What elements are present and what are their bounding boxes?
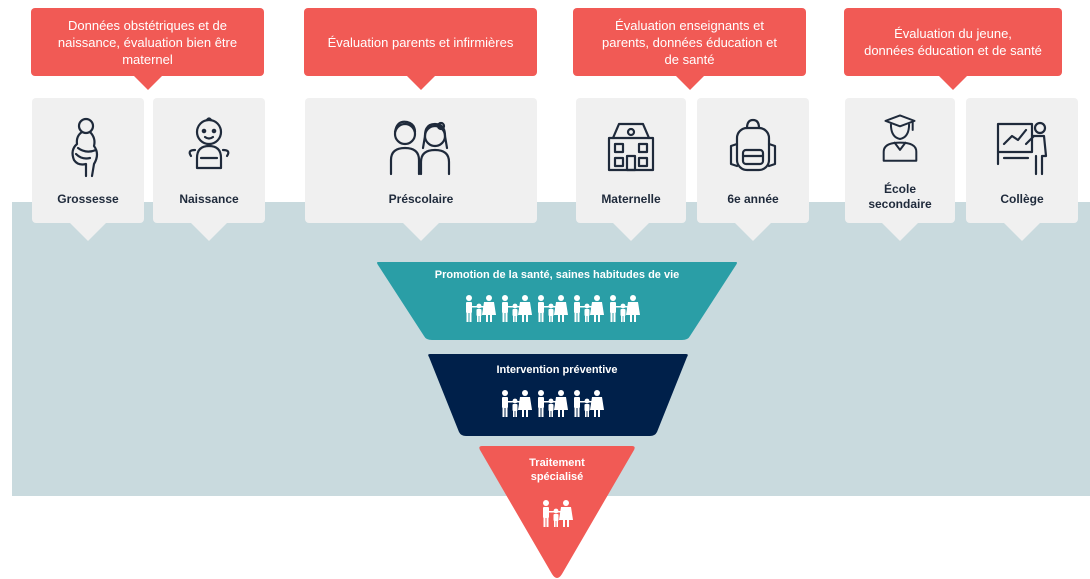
school-building-icon xyxy=(607,122,655,172)
stage-card-grossesse: Grossesse xyxy=(32,98,144,241)
stage-label: École secondaire xyxy=(868,182,932,211)
stage-label: Préscolaire xyxy=(388,192,454,206)
stage-card-6e-annee: 6e année xyxy=(697,98,809,241)
tier-preventive-shape xyxy=(428,354,688,436)
tier-treatment-label: Traitement spécialisé xyxy=(529,457,585,483)
baby-icon xyxy=(188,117,230,170)
stage-label: Naissance xyxy=(179,192,239,206)
stage-label: Maternelle xyxy=(601,192,661,206)
family-group-icon xyxy=(543,500,573,527)
callout-youth-evaluation: Évaluation du jeune,données éducation et… xyxy=(844,8,1062,90)
stage-card-naissance: Naissance xyxy=(153,98,265,241)
tier-preventive-label: Intervention préventive xyxy=(496,364,618,376)
stage-label: 6e année xyxy=(727,192,779,206)
two-children-icon xyxy=(389,120,451,176)
family-group-icon xyxy=(466,295,640,322)
teacher-board-icon xyxy=(996,121,1048,176)
stage-label: Collège xyxy=(1000,192,1044,206)
stage-label: Grossesse xyxy=(57,192,119,206)
family-group-icon xyxy=(502,390,604,417)
stage-card-ecole-secondaire: École secondaire xyxy=(845,98,955,241)
pregnant-woman-icon xyxy=(71,117,99,178)
stage-card-maternelle: Maternelle xyxy=(576,98,686,241)
stage-card-college: Collège xyxy=(966,98,1078,241)
tier-promotion-label: Promotion de la santé, saines habitudes … xyxy=(434,269,680,281)
graduate-icon xyxy=(882,114,918,162)
stage-card-prescolaire: Préscolaire xyxy=(305,98,537,241)
callout-parents-nurses: Évaluation parents et infirmières xyxy=(304,8,537,90)
backpack-icon xyxy=(729,118,777,172)
